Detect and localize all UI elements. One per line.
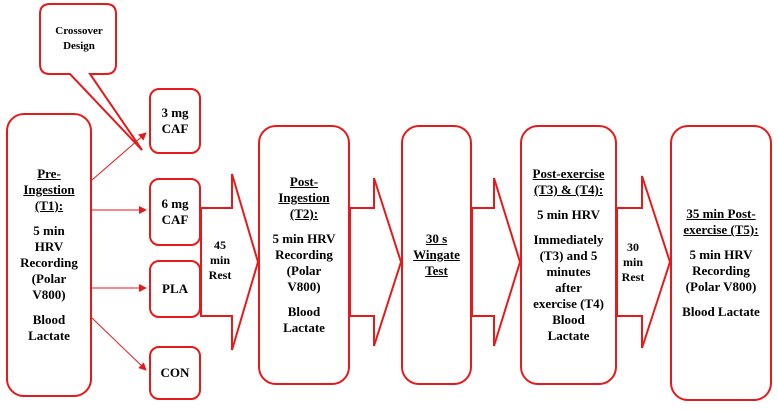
post-35min-box: 35 min Post- exercise (T5): 5 min HRV Re…	[670, 125, 772, 401]
pre-title-2: Ingestion	[23, 182, 75, 197]
block-arrow-45-rest	[200, 173, 260, 351]
pre-title-3: (T1):	[34, 198, 64, 213]
rest-45-label: 45 min Rest	[208, 238, 232, 282]
condition-con: CON	[149, 346, 201, 400]
pre-blood-2: Lactate	[28, 328, 70, 343]
arrow-to-3mg	[91, 132, 147, 181]
pre-line-5: V800)	[32, 287, 66, 302]
post-exercise-box: Post-exercise (T3) & (T4): 5 min HRV Imm…	[520, 125, 617, 385]
pre-line-4: (Polar	[31, 271, 67, 286]
condition-3mg-caf: 3 mg CAF	[149, 88, 201, 154]
condition-pla: PLA	[149, 260, 201, 318]
condition-6mg-caf: 6 mg CAF	[149, 178, 201, 246]
crossover-design-label: Crossover Design	[55, 25, 103, 52]
pre-ingestion-box: Pre- Ingestion (T1): 5 min HRV Recording…	[6, 113, 92, 397]
crossover-callout-shape	[39, 3, 143, 151]
wingate-test-box: 30 s Wingate Test	[401, 125, 472, 385]
post-ingestion-box: Post- Ingestion (T2): 5 min HRV Recordin…	[258, 125, 350, 385]
block-arrow-3	[471, 177, 522, 347]
pre-line-3: Recording	[20, 255, 78, 270]
pre-line-2: HRV	[34, 239, 64, 254]
pre-blood-1: Blood	[32, 312, 66, 327]
block-arrow-2	[349, 177, 403, 347]
arrow-to-con	[91, 317, 147, 371]
block-arrow-30-rest	[616, 175, 672, 349]
pre-line-1: 5 min	[33, 223, 65, 238]
rest-30-label: 30 min Rest	[621, 240, 645, 284]
pre-title-1: Pre-	[37, 166, 61, 181]
